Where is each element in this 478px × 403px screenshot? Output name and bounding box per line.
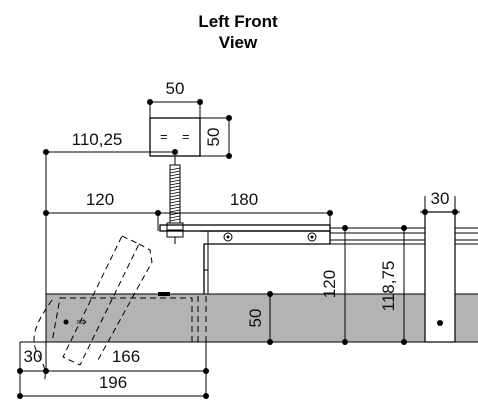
dim-dot	[401, 225, 407, 231]
dim-dot	[203, 393, 209, 399]
bolt-center	[226, 235, 230, 239]
dim-dot	[203, 368, 209, 374]
thread-line	[169, 179, 181, 183]
bracket-top-plate	[159, 224, 331, 232]
thread-line	[169, 209, 181, 213]
rotated-bracket-flange	[97, 243, 153, 361]
dim-dot	[43, 210, 49, 216]
thread-line	[169, 218, 181, 222]
dim-dot	[226, 153, 232, 159]
beam-band	[46, 294, 478, 342]
thread-line	[169, 191, 181, 195]
dim-dot	[197, 99, 203, 105]
thread-line	[169, 194, 181, 198]
equal-sign-left: =	[160, 129, 168, 144]
thread-line	[169, 167, 181, 171]
dim-dot	[267, 291, 273, 297]
pivot-dot	[63, 319, 69, 325]
dim-right-span-label: 180	[230, 190, 258, 209]
rotated-bracket-outline	[62, 235, 140, 366]
dim-left-span-label: 120	[86, 190, 114, 209]
equal-sign-right: =	[182, 129, 190, 144]
dim-top-height-label: 50	[204, 128, 223, 147]
view-title-line2: View	[219, 33, 258, 52]
dim-dot	[342, 339, 348, 345]
thread-line	[169, 206, 181, 210]
dim-vertical-a-label: 120	[320, 270, 339, 298]
dim-beam-height-label: 50	[246, 309, 265, 328]
thread-line	[169, 215, 181, 219]
thread-line	[169, 176, 181, 180]
thread-line	[169, 203, 181, 207]
direction-arrow: ⇒	[76, 314, 87, 329]
dim-dot	[267, 339, 273, 345]
swing-arc	[33, 299, 53, 383]
view-title-line1: Left Front	[198, 12, 278, 31]
dim-post-width-label: 30	[431, 189, 450, 208]
thread-line	[169, 182, 181, 186]
dim-bottom-mid-label: 166	[112, 347, 140, 366]
thread-line	[169, 197, 181, 201]
thread-line	[169, 185, 181, 189]
dim-bottom-small-label: 30	[24, 347, 43, 366]
small-block	[158, 292, 170, 296]
dim-offset-label: 110,25	[72, 130, 123, 149]
dim-dot	[147, 99, 153, 105]
dim-dot	[452, 209, 458, 215]
dim-dot	[342, 225, 348, 231]
thread-line	[169, 170, 181, 174]
thread-line	[169, 188, 181, 192]
dim-vertical-b-label: 118,75	[379, 261, 398, 312]
rod-threads	[169, 167, 181, 222]
bolt-center	[310, 235, 314, 239]
post-hole	[437, 320, 443, 326]
dim-dot	[401, 339, 407, 345]
dim-dot	[172, 149, 178, 155]
dim-dot	[226, 115, 232, 121]
dim-bottom-total-label: 196	[99, 373, 127, 392]
thread-line	[169, 200, 181, 204]
dim-dot	[17, 393, 23, 399]
dim-top-width-label: 50	[166, 79, 185, 98]
dim-dot	[43, 149, 49, 155]
swing-path-box	[51, 297, 193, 343]
thread-line	[169, 173, 181, 177]
dim-dot	[43, 368, 49, 374]
dim-dot	[422, 209, 428, 215]
